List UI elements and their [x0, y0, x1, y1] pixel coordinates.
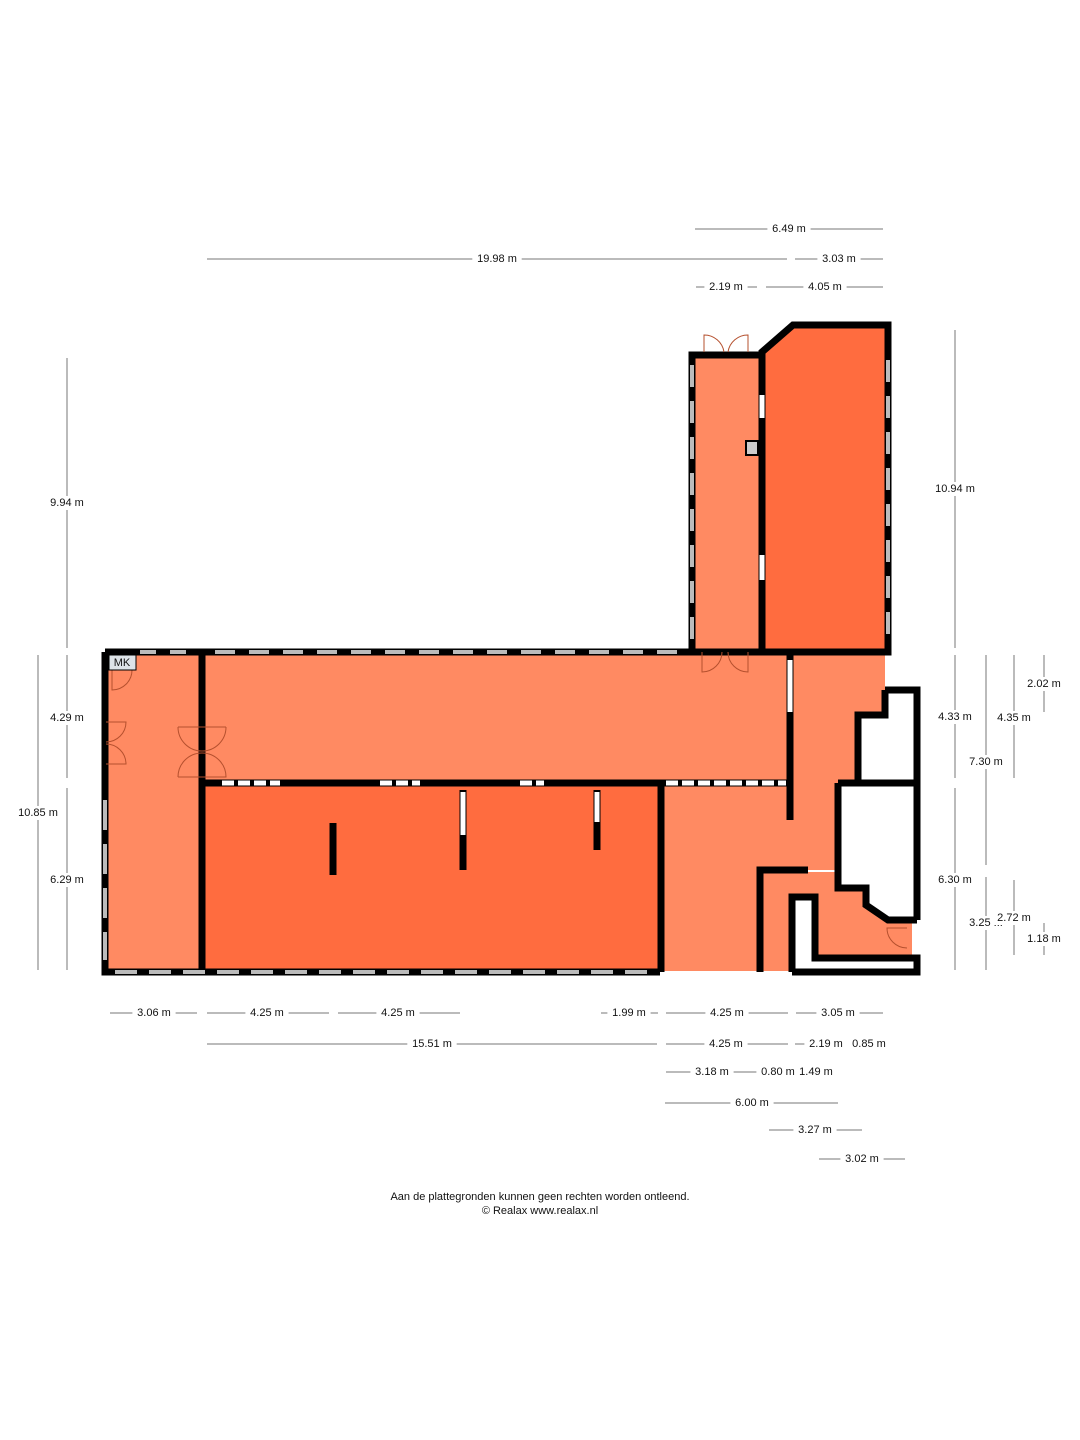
dimension-label: 4.05 m — [808, 281, 842, 293]
dimension-label: 6.30 m — [938, 874, 972, 886]
dimension-label: 9.94 m — [50, 497, 84, 509]
dimension-label: 2.02 m — [1027, 678, 1061, 690]
dimension-label-bg — [804, 1037, 848, 1051]
dimension-label-bg — [930, 482, 980, 496]
dimension-label-bg — [1022, 932, 1066, 946]
dimension-label-bg — [704, 280, 748, 294]
dimension-label-bg — [964, 755, 1008, 769]
disclaimer-text: Aan de plattegronden kunnen geen rechten… — [390, 1191, 690, 1203]
room-large-dark — [203, 785, 661, 971]
dimension-label-bg — [45, 873, 89, 887]
dimension-label: 3.02 m — [845, 1153, 879, 1165]
dimension-lines: 6.49 m 19.98 m 3.03 m 2.19 m 4.05 m 9.94 m 4.2… — [13, 222, 1066, 1166]
room-north-light — [692, 355, 762, 652]
room-hall — [200, 652, 790, 783]
dimension-label: 6.49 m — [772, 223, 806, 235]
door-north-wing — [701, 651, 749, 673]
dimension-label: 3.03 m — [822, 253, 856, 265]
dimension-label-bg — [933, 710, 977, 724]
door-left-double — [177, 726, 227, 778]
dimension-label-bg — [992, 711, 1036, 725]
dimension-label: 2.19 m — [709, 281, 743, 293]
dimension-label: 10.85 m — [18, 807, 58, 819]
dimension-label: 3.18 m — [695, 1066, 729, 1078]
dimension-label: 0.80 m — [761, 1066, 795, 1078]
door-mk — [111, 669, 133, 691]
dimension-label: 7.30 m — [969, 756, 1003, 768]
mk-box — [108, 654, 137, 671]
door-left-exterior — [105, 721, 127, 765]
dimension-label: 4.33 m — [938, 711, 972, 723]
dimension-label: 4.25 m — [709, 1038, 743, 1050]
dimension-label-bg — [803, 280, 847, 294]
windows — [103, 360, 890, 974]
dimension-label: 4.25 m — [710, 1007, 744, 1019]
dimension-label: 4.29 m — [50, 712, 84, 724]
dimension-label-bg — [847, 1037, 891, 1051]
dimension-label-bg — [45, 711, 89, 725]
dimension-label: 1.18 m — [1027, 933, 1061, 945]
dimension-label: 6.29 m — [50, 874, 84, 886]
room-north-dark — [762, 325, 888, 652]
dimension-label: 0.85 m — [852, 1038, 886, 1050]
dimension-label: 19.98 m — [477, 253, 517, 265]
dimension-label-bg — [933, 873, 977, 887]
dimension-label: 3.27 m — [798, 1124, 832, 1136]
room-left-wing — [105, 652, 202, 972]
dimension-label-bg — [730, 1096, 774, 1110]
dimension-label: 2.72 m — [997, 912, 1031, 924]
mk-label: MK — [114, 657, 131, 669]
dimension-label-bg — [472, 252, 522, 266]
dimension-label: 2.19 m — [809, 1038, 843, 1050]
dimension-label-bg — [1022, 677, 1066, 691]
dimension-label-bg — [245, 1006, 289, 1020]
dimension-label: 3.05 m — [821, 1007, 855, 1019]
column — [745, 440, 759, 456]
dimension-label-bg — [704, 1037, 748, 1051]
room-small-right — [762, 872, 912, 971]
dimension-label-bg — [13, 806, 63, 820]
copyright-text: © Realax www.realax.nl — [481, 1205, 599, 1217]
dimension-label-bg — [45, 496, 89, 510]
dimension-label-bg — [690, 1065, 734, 1079]
dimension-label: 3.06 m — [137, 1007, 171, 1019]
dimension-label-bg — [794, 1065, 838, 1079]
dimension-label: 1.49 m — [799, 1066, 833, 1078]
door-north-entrance — [703, 334, 749, 353]
dimension-label-bg — [376, 1006, 420, 1020]
dimension-label-bg — [407, 1037, 457, 1051]
dimension-label-bg — [767, 222, 811, 236]
doors — [105, 334, 908, 949]
dimension-label-bg — [817, 252, 861, 266]
dimension-label-bg — [705, 1006, 749, 1020]
dimension-label: 15.51 m — [412, 1038, 452, 1050]
dimension-label-bg — [816, 1006, 860, 1020]
dimension-label-bg — [840, 1152, 884, 1166]
dimension-label: 4.35 m — [997, 712, 1031, 724]
dimension-label-bg — [992, 911, 1036, 925]
dimension-label-bg — [793, 1123, 837, 1137]
dimension-label-bg — [132, 1006, 176, 1020]
footer: Aan de plattegronden kunnen geen rechten… — [0, 1190, 1080, 1218]
dimension-label: 4.25 m — [381, 1007, 415, 1019]
dimension-label: 1.99 m — [612, 1007, 646, 1019]
dimension-label-bg — [607, 1006, 651, 1020]
dimension-label-bg — [756, 1065, 800, 1079]
dimension-label: 4.25 m — [250, 1007, 284, 1019]
dimension-label: 6.00 m — [735, 1097, 769, 1109]
door-small-room — [886, 927, 908, 949]
dimension-label: 10.94 m — [935, 483, 975, 495]
